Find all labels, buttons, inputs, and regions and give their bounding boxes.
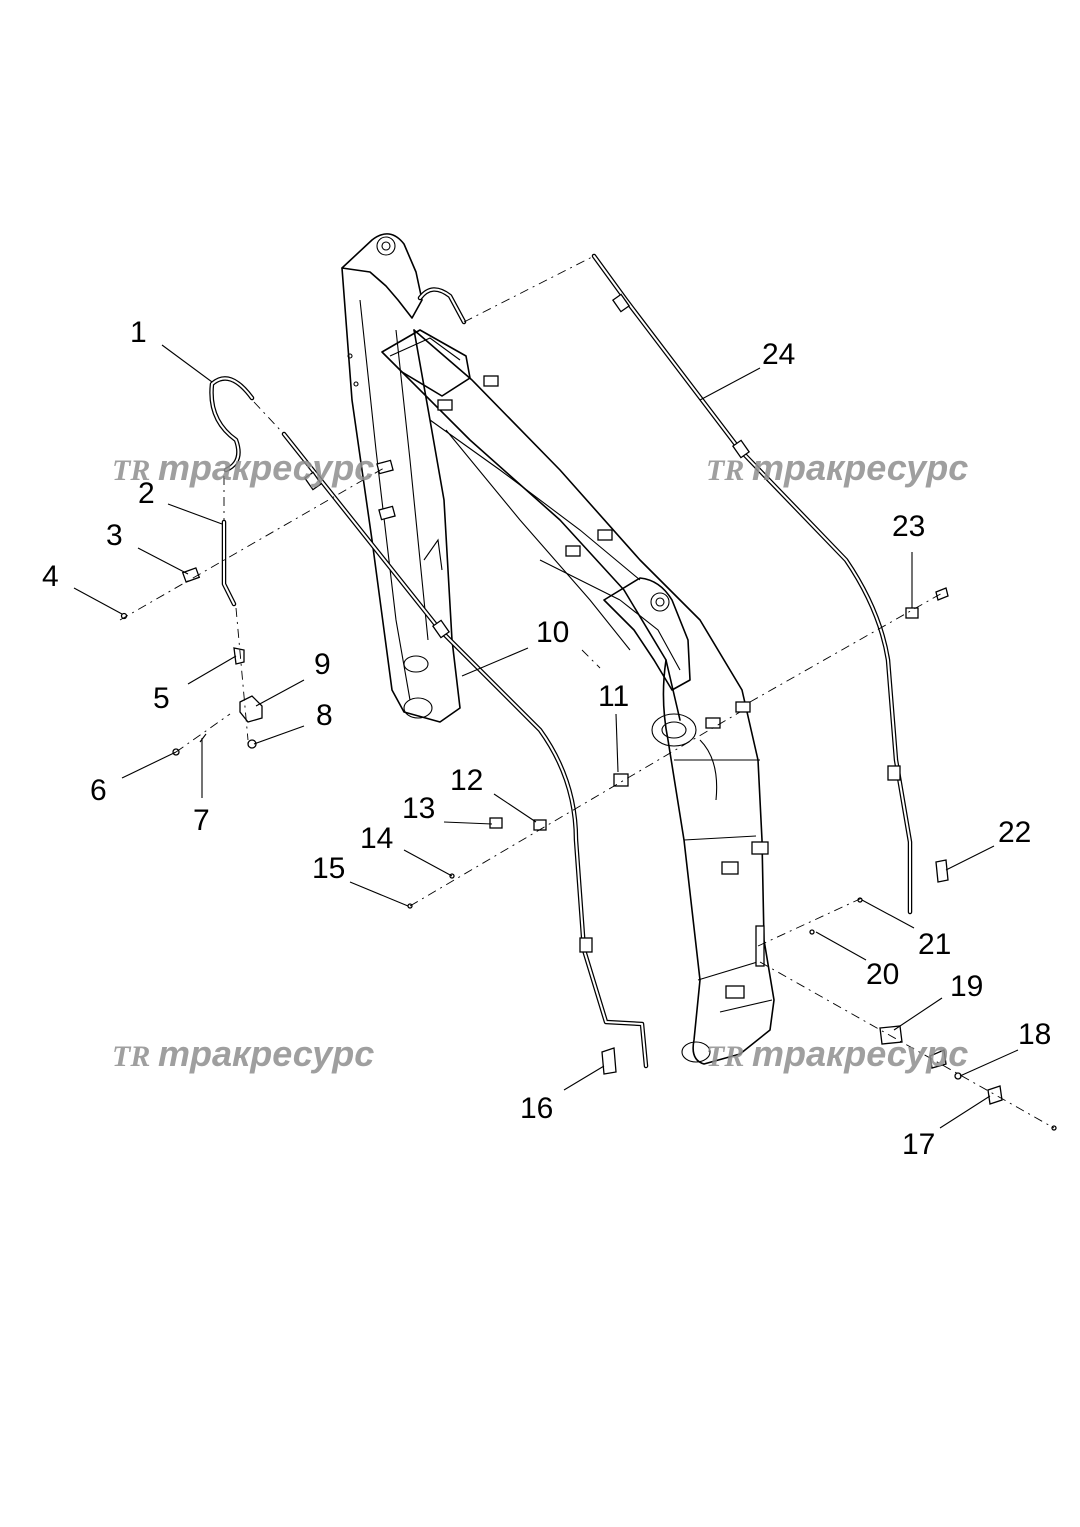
callout-5: 5 <box>153 682 170 715</box>
callout-10: 10 <box>536 616 569 649</box>
callout-1: 1 <box>130 316 147 349</box>
callout-4: 4 <box>42 560 59 593</box>
callout-labels: 1 2 3 4 5 6 7 8 9 10 11 12 13 14 15 16 1… <box>42 316 1051 1161</box>
watermark-upper-right: TR тракресурс <box>706 447 968 488</box>
callout-22: 22 <box>998 816 1031 849</box>
watermark-logo: TR <box>706 454 744 487</box>
callout-6: 6 <box>90 774 107 807</box>
callout-16: 16 <box>520 1092 553 1125</box>
callout-9: 9 <box>314 648 331 681</box>
callout-17: 17 <box>902 1128 935 1161</box>
watermark-logo: TR <box>112 1040 150 1073</box>
callout-21: 21 <box>918 928 951 961</box>
boom-structure <box>341 233 775 1065</box>
watermark-text: тракресурс <box>752 1033 968 1074</box>
watermark-logo: TR <box>112 454 150 487</box>
callout-12: 12 <box>450 764 483 797</box>
watermark-lower-left: TR тракресурс <box>112 1033 374 1074</box>
callout-24: 24 <box>762 338 795 371</box>
callout-18: 18 <box>1018 1018 1051 1051</box>
watermark-upper-left: TR тракресурс <box>112 447 374 488</box>
callout-14: 14 <box>360 822 393 855</box>
callout-20: 20 <box>866 958 899 991</box>
watermark-text: тракресурс <box>158 447 374 488</box>
leader-lines <box>73 344 1019 1129</box>
callout-13: 13 <box>402 792 435 825</box>
callout-15: 15 <box>312 852 345 885</box>
watermark-text: тракресурс <box>158 1033 374 1074</box>
assembly-centerlines <box>119 255 1055 1129</box>
watermark-lower-right: TR тракресурс <box>706 1033 968 1074</box>
watermark-logo: TR <box>706 1040 744 1073</box>
watermark-text: тракресурс <box>752 447 968 488</box>
callout-7: 7 <box>193 804 210 837</box>
callout-2: 2 <box>138 477 155 510</box>
callout-23: 23 <box>892 510 925 543</box>
callout-19: 19 <box>950 970 983 1003</box>
callout-3: 3 <box>106 519 123 552</box>
callout-11: 11 <box>598 680 629 713</box>
callout-8: 8 <box>316 699 333 732</box>
pipe-lines <box>209 253 913 1069</box>
